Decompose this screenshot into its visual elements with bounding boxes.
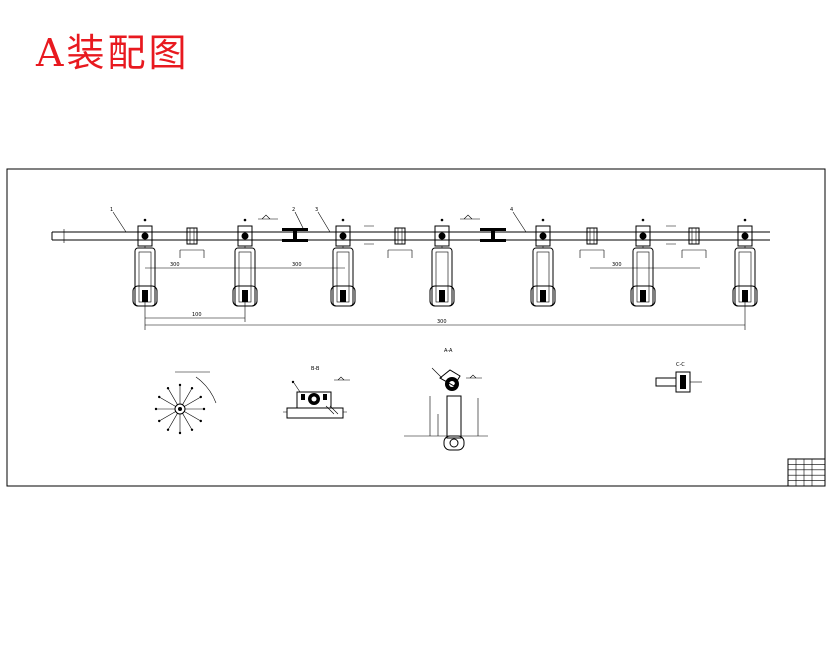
main-shaft (51, 229, 770, 243)
detail-bearing-block: B-B (283, 366, 350, 419)
dimension-lines (144, 267, 746, 330)
dimension-label: 300 (292, 262, 302, 268)
weld-symbols (258, 214, 676, 245)
connector-flange (179, 227, 205, 258)
svg-text:A-A: A-A (444, 348, 453, 354)
detail-hanger-section: A-A (404, 348, 488, 451)
title-block (787, 458, 826, 487)
dimension-label: 300 (437, 319, 447, 325)
dimension-label: 100 (192, 312, 202, 318)
dimension-label: 300 (170, 262, 180, 268)
svg-text:C-C: C-C (676, 362, 685, 368)
detail-flange: C-C (655, 362, 702, 393)
connector-flange (579, 227, 605, 258)
callout-1: 1 (110, 207, 113, 213)
detail-nozzle-pattern (154, 371, 217, 435)
beam-coupling-left (282, 228, 308, 242)
hanger-assembly (429, 218, 455, 307)
shaft-connectors (179, 227, 707, 258)
callout-4: 4 (510, 207, 513, 213)
part-leaders (112, 211, 527, 233)
drawing-title: A装配图 (36, 31, 190, 75)
callout-3: 3 (315, 207, 318, 213)
callout-2: 2 (292, 207, 295, 213)
hanger-assembly (330, 218, 356, 307)
beam-coupling-right (480, 228, 506, 242)
connector-flange (387, 227, 413, 258)
svg-text:B-B: B-B (311, 366, 320, 372)
hanger-assembly (530, 218, 556, 307)
dimension-label: 300 (612, 262, 622, 268)
connector-flange (681, 227, 707, 258)
hanger-assembly (630, 218, 656, 307)
drawing-border (6, 168, 826, 487)
